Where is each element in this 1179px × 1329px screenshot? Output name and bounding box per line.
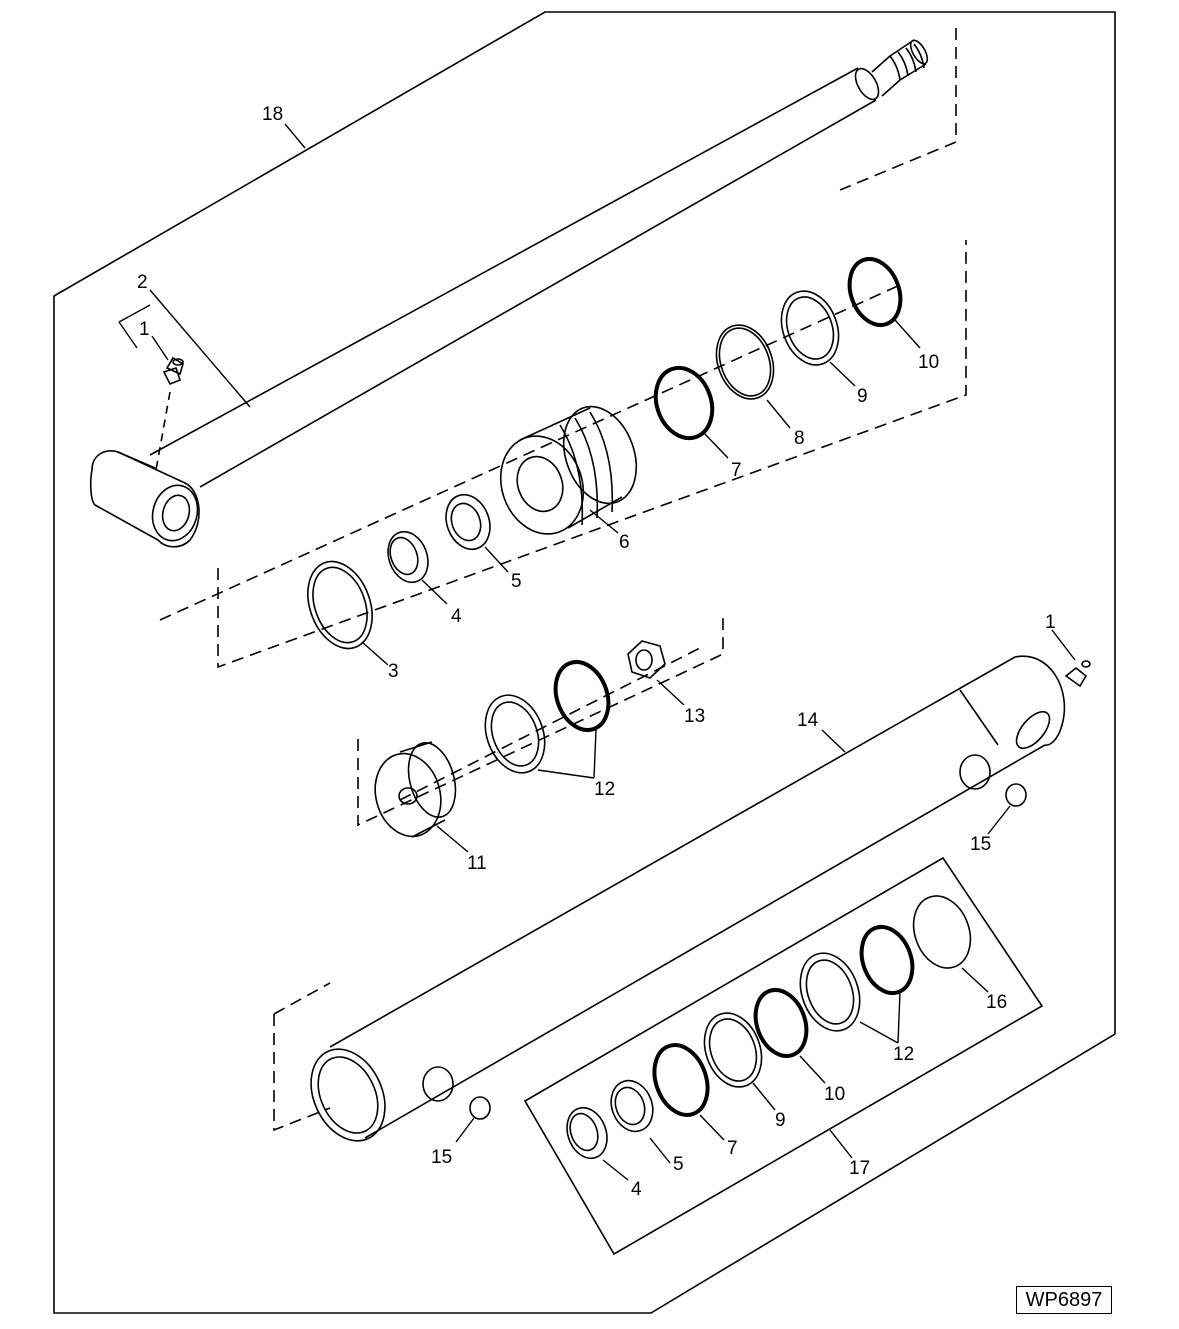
callout-retaining-ring: 16	[986, 992, 1007, 1013]
callout-fitting-rod: 1	[139, 319, 150, 340]
callout-backup-ring-kit: 9	[775, 1110, 786, 1131]
callout-o-ring-10: 10	[918, 352, 939, 373]
callout-fitting-barrel: 1	[1045, 612, 1056, 633]
callout-wiper-kit: 4	[631, 1179, 642, 1200]
callout-rod-seal-kit: 5	[673, 1154, 684, 1175]
rod-eye	[89, 450, 200, 548]
piston-rod	[149, 39, 929, 488]
callout-seal-pair-kit: 12	[893, 1044, 914, 1065]
seal-pair-12	[484, 660, 611, 774]
rod-end-envelope	[839, 28, 957, 191]
piston-parts-envelope	[217, 240, 967, 669]
callout-seal-pair: 12	[594, 779, 615, 800]
o-ring-15-right	[1005, 783, 1027, 807]
rod-axis-line	[159, 284, 901, 621]
backup-ring-9-kit	[703, 1012, 763, 1088]
rod-seal-5	[445, 493, 491, 551]
hex-nut-13	[627, 640, 666, 679]
o-ring-10	[847, 257, 903, 327]
callout-seal-kit: 17	[849, 1158, 870, 1179]
callout-labels: 18 2 1 3 4 5 6 7 8 9 10 11 12 13 14 1 15…	[137, 104, 1056, 1200]
snap-ring-3	[307, 560, 373, 650]
callout-piston: 6	[619, 532, 630, 553]
callout-rod: 2	[137, 272, 148, 293]
grease-fitting-rod	[162, 356, 184, 386]
callout-gland: 11	[467, 853, 487, 874]
barrel-envelope-link	[273, 982, 331, 1015]
callout-snap-ring: 3	[388, 661, 399, 682]
callout-o-ring-10-kit: 10	[824, 1084, 845, 1105]
callout-nut: 13	[684, 706, 705, 727]
wiper-4-kit	[566, 1106, 608, 1160]
callout-o-ring-15-left: 15	[431, 1147, 452, 1168]
callout-wiper: 4	[451, 606, 462, 627]
backup-ring-9	[780, 290, 840, 366]
retaining-ring-16	[912, 895, 972, 969]
callout-backup-ring: 9	[857, 386, 868, 407]
callout-o-ring-7-kit: 7	[727, 1138, 738, 1159]
leader-lines	[118, 123, 1076, 1181]
o-ring-7	[653, 365, 715, 441]
callout-rod-assembly: 18	[262, 104, 283, 125]
assembly-frame	[53, 11, 1116, 1314]
rod-seal-5-kit	[610, 1079, 654, 1133]
figure-code: WP6897	[1016, 1286, 1112, 1314]
callout-barrel: 14	[797, 710, 819, 731]
callout-o-ring-7: 7	[731, 460, 742, 481]
gland-axis-line	[399, 647, 701, 801]
seal-kit-frame	[523, 856, 1044, 1256]
callout-rod-seal: 5	[511, 571, 522, 592]
callout-o-ring-15-right: 15	[970, 834, 991, 855]
seal-pair-12-kit	[799, 925, 915, 1032]
barrel-14	[310, 655, 1066, 1142]
gland-parts-envelope	[357, 618, 724, 827]
o-ring-10-kit	[753, 988, 809, 1058]
gland-11	[374, 741, 457, 838]
wiper-4	[387, 530, 429, 584]
wear-ring-8	[715, 324, 775, 400]
callout-wear-ring: 8	[794, 428, 805, 449]
o-ring-15-left	[469, 1096, 491, 1120]
o-ring-7-kit	[652, 1043, 710, 1117]
grease-fitting-barrel	[1064, 660, 1091, 688]
fitting-axis-line	[155, 391, 171, 471]
piston-6	[499, 405, 638, 535]
barrel-envelope	[273, 1014, 331, 1132]
